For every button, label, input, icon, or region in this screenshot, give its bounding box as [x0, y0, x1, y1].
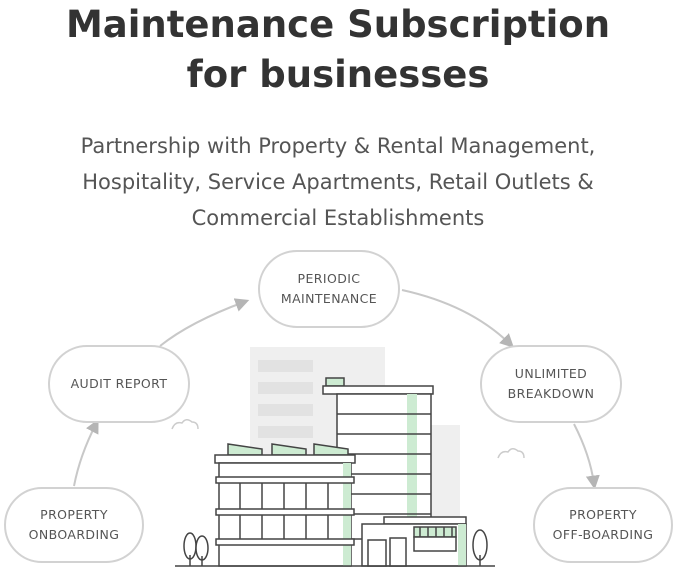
cycle-step-label-line-1: PROPERTY [40, 507, 108, 522]
page-title: Maintenance Subscription for businesses [0, 0, 676, 100]
office-building-illustration [214, 443, 356, 567]
arrow-periodic-to-breakdown [401, 289, 515, 348]
page-title-line-2: for businesses [186, 53, 490, 96]
cycle-step-label-line-2: ONBOARDING [28, 527, 120, 542]
arrow-audit-to-periodic [159, 298, 250, 347]
page-subtitle: Partnership with Property & Rental Manag… [0, 128, 676, 236]
subtitle-line-3: Commercial Establishments [191, 206, 485, 230]
cycle-step-label-line-2: OFF-BOARDING [552, 527, 654, 542]
cycle-step-property-onboarding: PROPERTY ONBOARDING [4, 487, 144, 563]
cycle-step-label-line-1: UNLIMITED [514, 366, 588, 381]
cycle-step-audit-report: AUDIT REPORT [48, 345, 190, 423]
cycle-step-label-line-1: PERIODIC [297, 271, 361, 286]
arrow-breakdown-to-offboarding [573, 423, 600, 490]
shop-illustration [361, 516, 467, 567]
cycle-step-periodic-maintenance: PERIODIC MAINTENANCE [258, 250, 400, 328]
cycle-step-unlimited-breakdown: UNLIMITED BREAKDOWN [480, 345, 622, 423]
cycle-step-label-line-2: MAINTENANCE [280, 291, 378, 306]
cloud-icon [171, 419, 525, 459]
cycle-step-label-line-2: BREAKDOWN [507, 386, 595, 401]
subtitle-line-1: Partnership with Property & Rental Manag… [80, 134, 596, 158]
tree-icon [183, 529, 488, 566]
cycle-step-label-line-1: AUDIT REPORT [70, 376, 168, 391]
cycle-step-property-off-boarding: PROPERTY OFF-BOARDING [533, 487, 673, 563]
subtitle-line-2: Hospitality, Service Apartments, Retail … [82, 170, 594, 194]
cycle-arrows [73, 289, 600, 490]
cycle-step-label-line-1: PROPERTY [569, 507, 637, 522]
arrow-onboarding-to-audit [73, 419, 99, 487]
page-title-line-1: Maintenance Subscription [65, 3, 611, 46]
